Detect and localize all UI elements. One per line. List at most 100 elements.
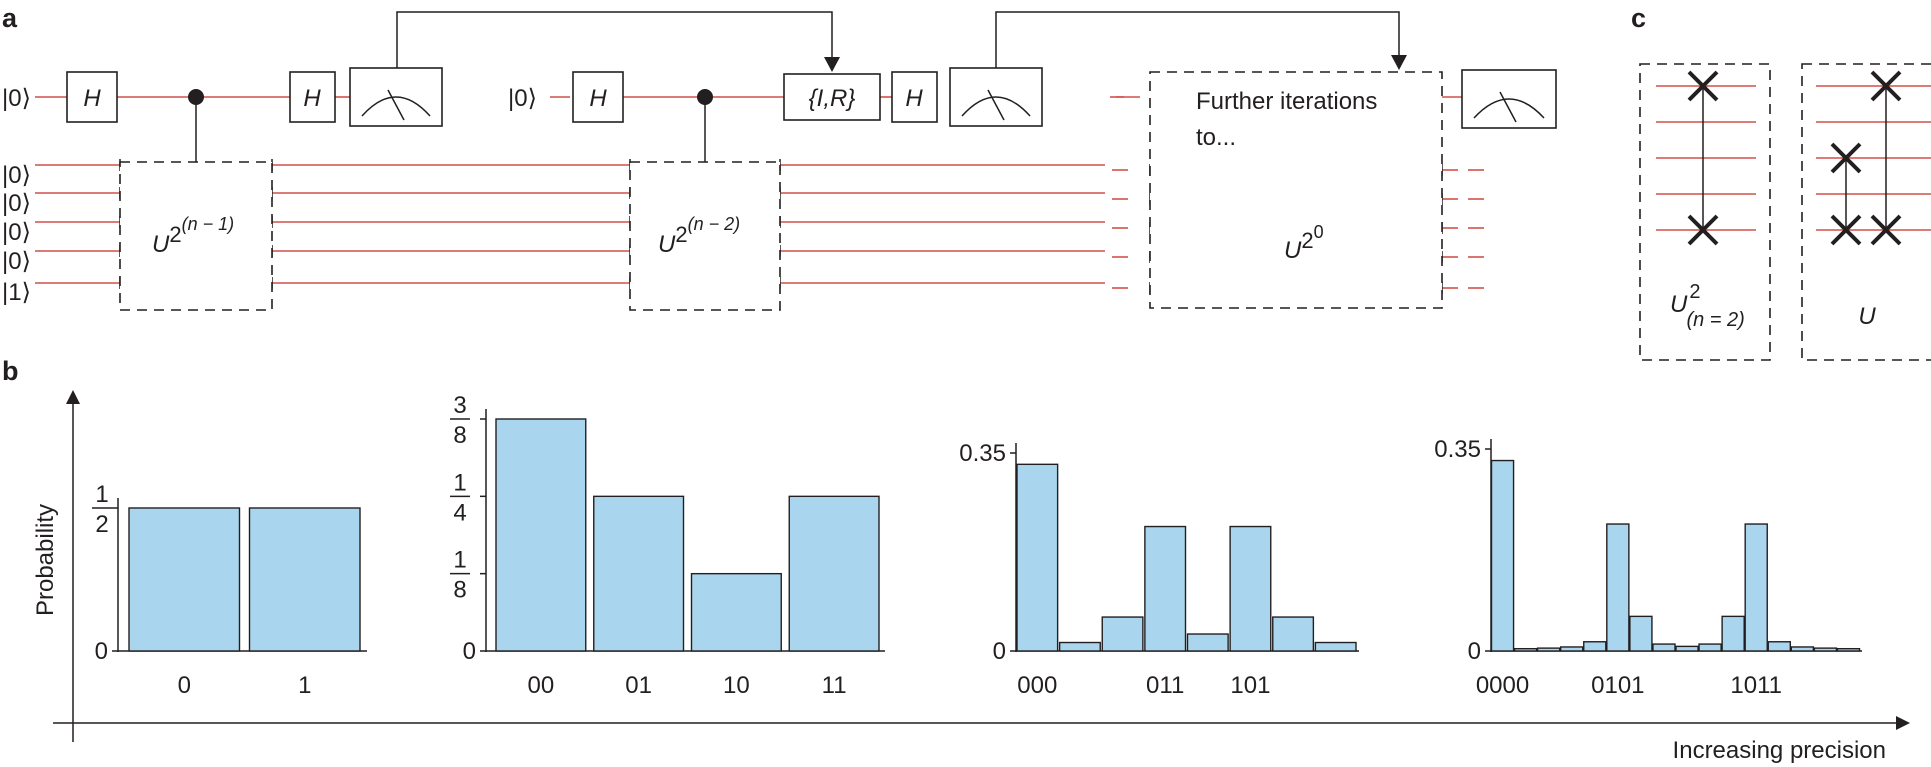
y-tick-label: 0 bbox=[463, 638, 476, 665]
bar-010 bbox=[1102, 617, 1143, 651]
ket-register-1: |0⟩ bbox=[2, 162, 31, 189]
y-tick-label: 0 bbox=[95, 638, 108, 665]
ket-ancilla-1: |0⟩ bbox=[2, 85, 31, 112]
bar-110 bbox=[1273, 617, 1314, 651]
y-axis-title: Probability bbox=[32, 504, 59, 616]
hadamard-gate: H bbox=[290, 72, 335, 122]
x-tick-label: 011 bbox=[1146, 672, 1184, 699]
x-tick-label: 00 bbox=[528, 672, 555, 699]
measurement-meter-icon bbox=[950, 68, 1042, 126]
panel-label-a: a bbox=[2, 3, 18, 33]
y-tick-label: 14 bbox=[450, 469, 470, 526]
svg-text:3: 3 bbox=[453, 392, 466, 419]
controlled-unitary-1: U2(n − 1) bbox=[120, 162, 272, 310]
further-iterations-box: Further iterations to... U20 bbox=[1150, 72, 1442, 308]
further-iterations-label: Further iterations bbox=[1196, 88, 1377, 115]
bar-0101 bbox=[1607, 524, 1629, 651]
histogram-4bit: 0 0.35 0000 0101 1011 bbox=[1434, 436, 1862, 699]
ket-register-4: |0⟩ bbox=[2, 248, 31, 275]
histogram-1bit: 01201 bbox=[92, 481, 367, 699]
y-tick-label: 0.35 bbox=[1434, 436, 1481, 463]
bar-1010 bbox=[1722, 616, 1744, 651]
ket-register-3: |0⟩ bbox=[2, 219, 31, 246]
measurement-meter-icon bbox=[350, 68, 442, 126]
x-tick-label: 1011 bbox=[1730, 672, 1782, 699]
svg-text:4: 4 bbox=[453, 499, 466, 526]
classical-feedforward-arrows bbox=[397, 12, 1407, 72]
bar-0 bbox=[129, 508, 240, 651]
bar-0000 bbox=[1492, 461, 1514, 651]
control-dot bbox=[697, 89, 713, 105]
x-tick-label: 0000 bbox=[1476, 672, 1529, 699]
bar-00 bbox=[496, 419, 586, 651]
hadamard-gate: H bbox=[573, 72, 623, 122]
hadamard-gate: H bbox=[892, 72, 937, 122]
histogram-3bit: 0 0.35 000 011 101 bbox=[959, 440, 1359, 699]
svg-text:H: H bbox=[83, 85, 101, 112]
svg-text:H: H bbox=[589, 85, 607, 112]
further-iterations-label-2: to... bbox=[1196, 124, 1236, 151]
y-tick-label: 0 bbox=[1468, 638, 1481, 665]
svg-text:{I,R}: {I,R} bbox=[809, 85, 856, 112]
x-tick-label: 101 bbox=[1230, 672, 1270, 699]
bar-1100 bbox=[1768, 642, 1790, 651]
x-tick-label: 10 bbox=[723, 672, 750, 699]
bar-11 bbox=[789, 496, 879, 651]
bar-1001 bbox=[1699, 644, 1721, 651]
ket-ancilla-2: |0⟩ bbox=[508, 85, 537, 112]
circuit-diagram: |0⟩ |0⟩ |0⟩ |0⟩ |0⟩ |0⟩ |1⟩ H H H bbox=[2, 12, 1556, 310]
bar-101 bbox=[1230, 527, 1271, 651]
x-tick-label: 01 bbox=[625, 672, 652, 699]
ket-register-2: |0⟩ bbox=[2, 190, 31, 217]
y-tick-label: 12 bbox=[92, 481, 112, 538]
bar-1000 bbox=[1676, 646, 1698, 651]
panel-c-right-label: U bbox=[1858, 303, 1876, 330]
x-tick-label: 0101 bbox=[1591, 672, 1644, 699]
x-tick-label: 1 bbox=[298, 672, 311, 699]
svg-text:8: 8 bbox=[453, 577, 466, 604]
svg-text:1: 1 bbox=[453, 469, 466, 496]
bar-1110 bbox=[1814, 648, 1836, 651]
bar-0001 bbox=[1515, 649, 1537, 651]
panel-label-b: b bbox=[2, 356, 19, 386]
controlled-unitary-2: U2(n − 2) bbox=[630, 162, 780, 310]
y-tick-label: 18 bbox=[450, 547, 470, 604]
bar-011 bbox=[1145, 527, 1186, 651]
panel-label-c: c bbox=[1631, 3, 1646, 33]
y-tick-label: 38 bbox=[450, 392, 470, 449]
x-tick-label: 000 bbox=[1017, 672, 1057, 699]
bar-111 bbox=[1315, 643, 1356, 651]
bar-0111 bbox=[1653, 644, 1675, 651]
svg-text:8: 8 bbox=[453, 422, 466, 449]
bar-1101 bbox=[1791, 647, 1813, 651]
feedforward-gate: {I,R} bbox=[784, 74, 880, 120]
svg-text:1: 1 bbox=[453, 547, 466, 574]
x-tick-label: 0 bbox=[178, 672, 191, 699]
bar-100 bbox=[1188, 634, 1229, 651]
svg-text:H: H bbox=[303, 85, 321, 112]
bar-1111 bbox=[1837, 649, 1859, 651]
svg-text:H: H bbox=[905, 85, 923, 112]
bar-001 bbox=[1060, 643, 1101, 651]
bar-0100 bbox=[1584, 642, 1606, 651]
ket-register-5: |1⟩ bbox=[2, 279, 31, 306]
bar-01 bbox=[594, 496, 684, 651]
svg-text:2: 2 bbox=[95, 511, 108, 538]
bar-0011 bbox=[1561, 647, 1583, 651]
bar-1 bbox=[250, 508, 361, 651]
bar-1011 bbox=[1745, 524, 1767, 651]
y-tick-label: 0 bbox=[993, 638, 1006, 665]
hadamard-gate: H bbox=[67, 72, 117, 122]
x-axis-title: Increasing precision bbox=[1673, 737, 1886, 764]
measurement-meter-icon bbox=[1462, 70, 1556, 128]
bar-0110 bbox=[1630, 616, 1652, 651]
bar-0010 bbox=[1538, 648, 1560, 651]
bar-000 bbox=[1017, 464, 1058, 651]
panel-c-swap-diagrams: U2(n = 2) U bbox=[1640, 64, 1931, 360]
x-tick-label: 11 bbox=[822, 672, 847, 699]
svg-text:1: 1 bbox=[95, 481, 108, 508]
histogram-2bit: 018143800011011 bbox=[450, 392, 885, 699]
y-tick-label: 0.35 bbox=[959, 440, 1006, 467]
bar-10 bbox=[692, 574, 782, 651]
